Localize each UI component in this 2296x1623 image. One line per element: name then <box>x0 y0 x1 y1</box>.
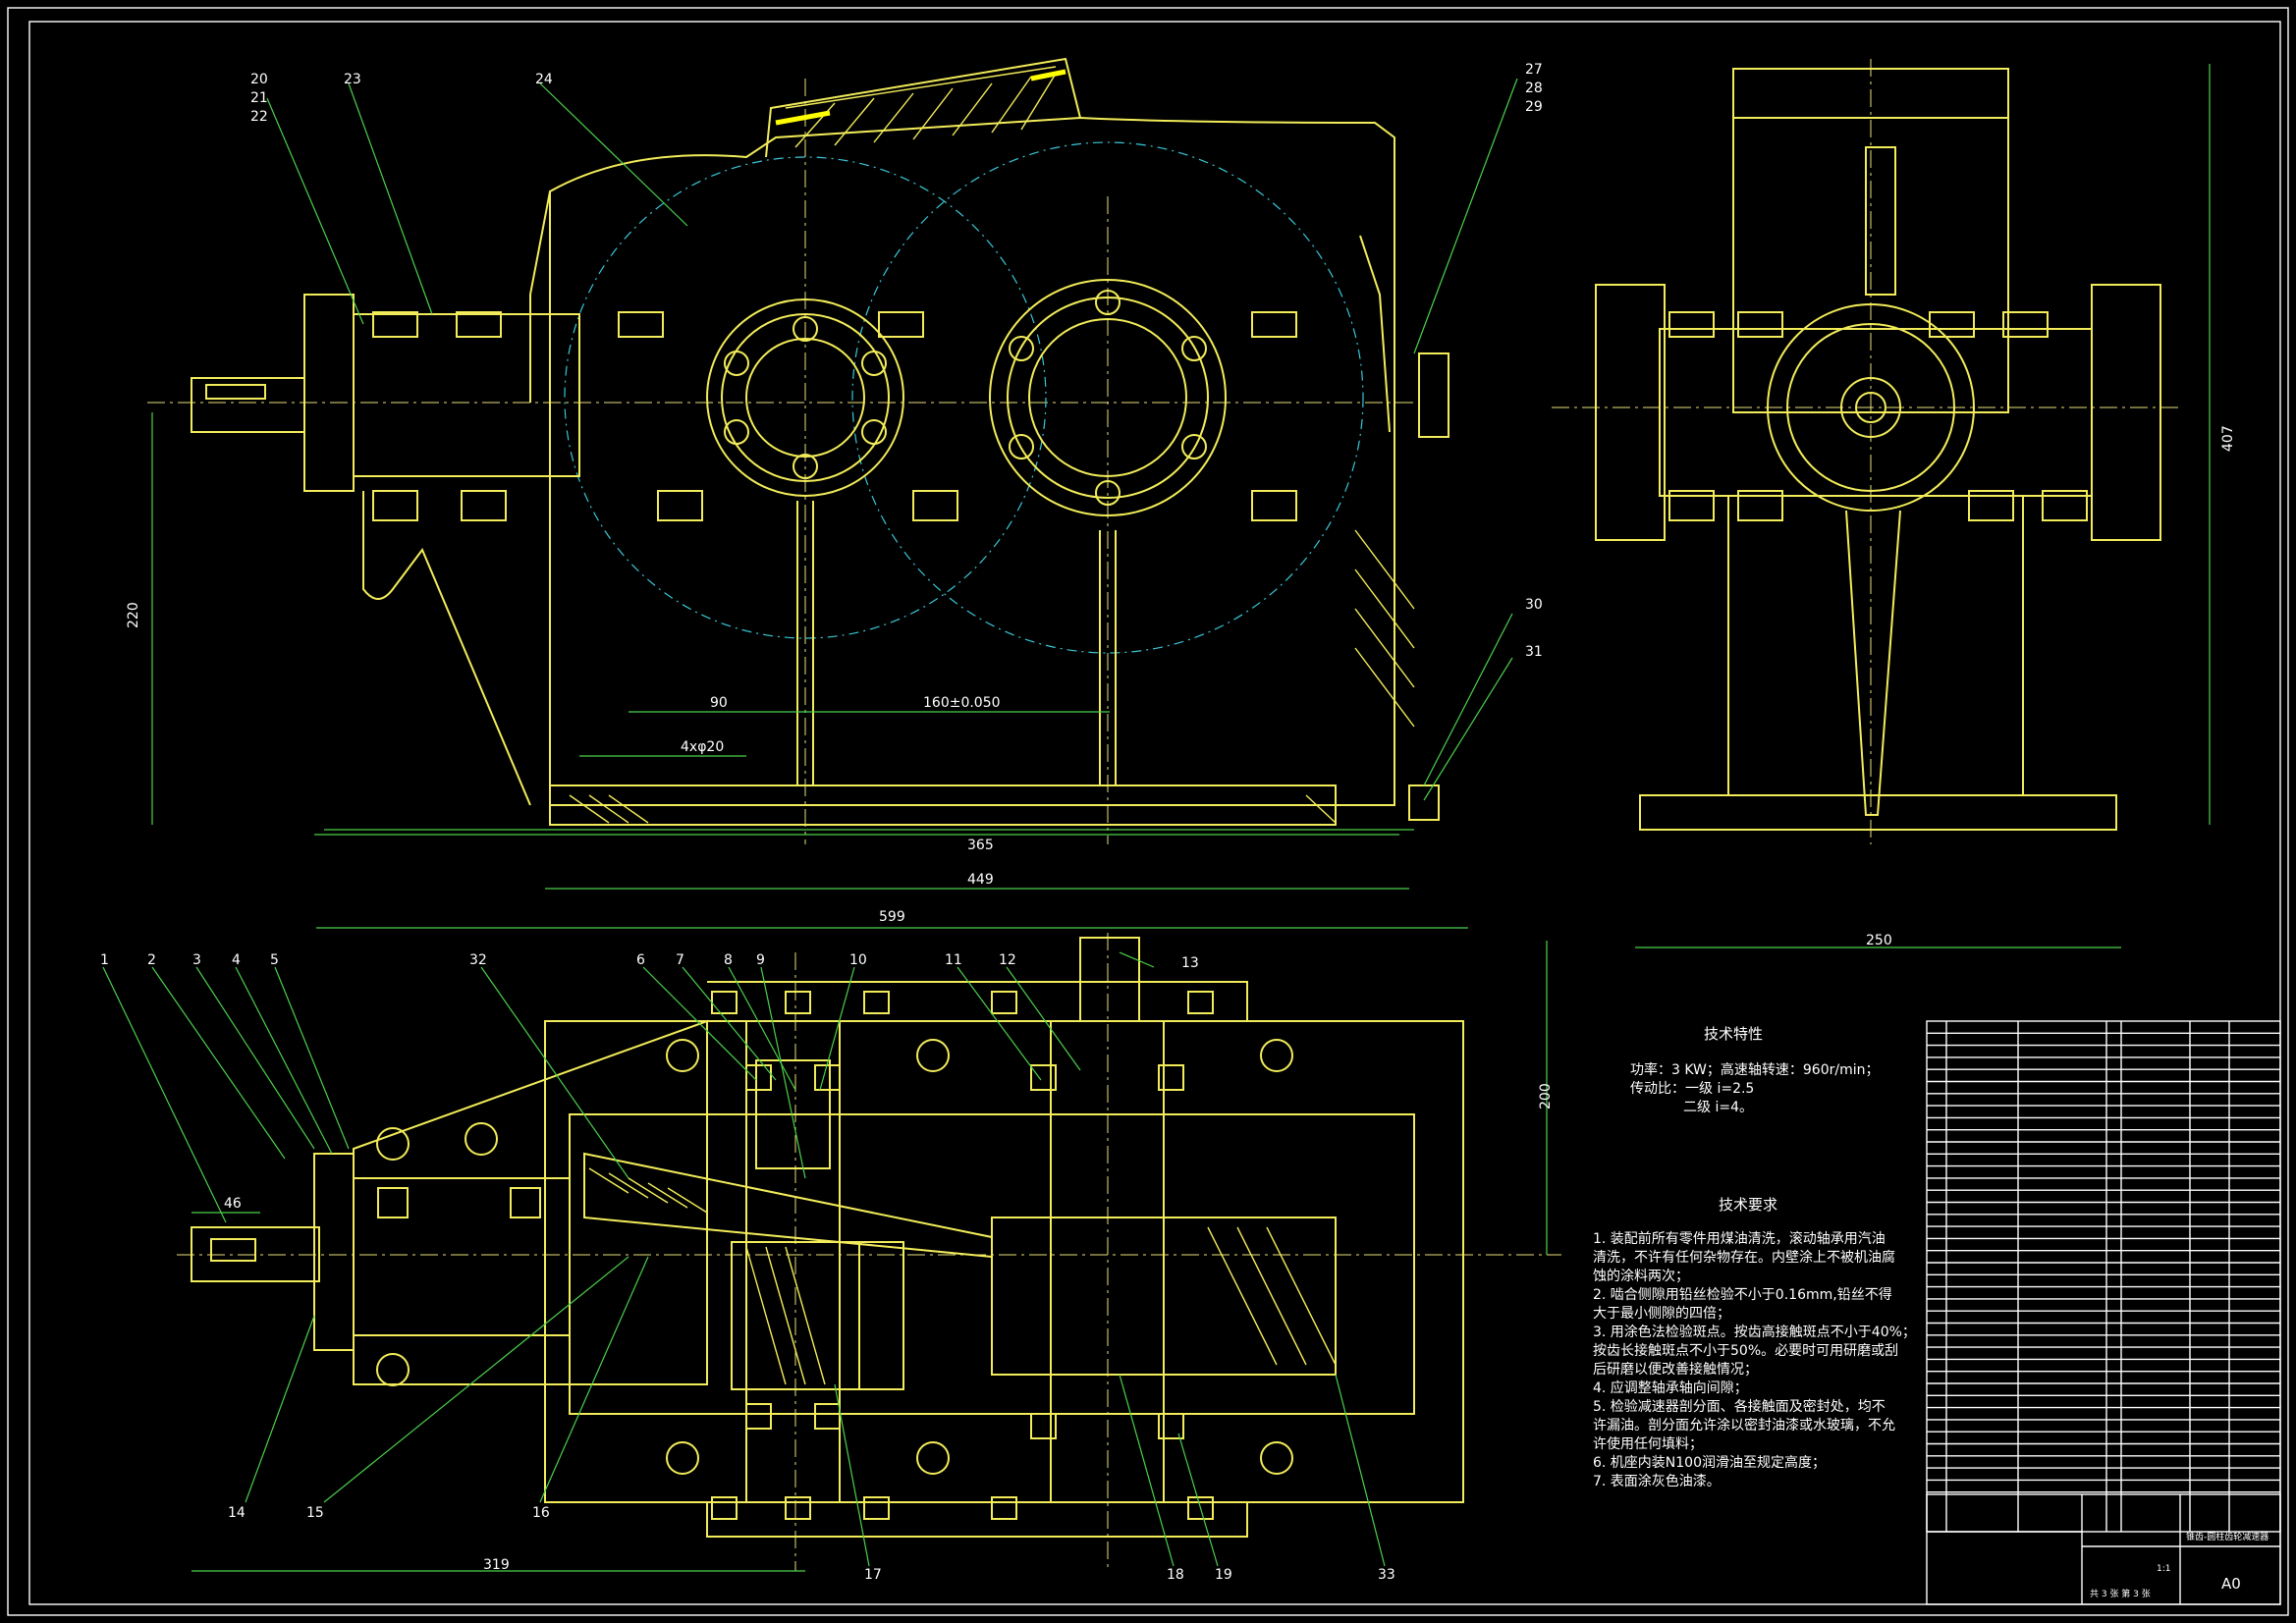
label-28: 28 <box>1525 81 1543 96</box>
dim-599: 599 <box>879 909 905 925</box>
label-2: 2 <box>147 952 156 968</box>
label-20: 20 <box>250 72 268 87</box>
tech-char-line-1: 功率：3 KW；高速轴转速：960r/min； <box>1630 1061 1879 1078</box>
dim-4x20: 4xφ20 <box>681 739 724 755</box>
dim-319: 319 <box>483 1557 510 1573</box>
label-31: 31 <box>1525 644 1543 660</box>
req-line: 后研磨以便改善接触情况； <box>1593 1361 1758 1378</box>
label-1: 1 <box>100 952 109 968</box>
size-code: A0 <box>2221 1575 2241 1593</box>
req-line: 按齿长接触斑点不小于50%。必要时可用研磨或刮 <box>1593 1342 1898 1359</box>
label-10: 10 <box>849 952 867 968</box>
label-12: 12 <box>999 952 1016 968</box>
label-21: 21 <box>250 90 268 106</box>
dim-250: 250 <box>1866 933 1892 948</box>
sheet-info: 共 3 张 第 3 张 <box>2090 1588 2151 1599</box>
label-22: 22 <box>250 109 268 125</box>
inner-frame <box>28 21 2281 1605</box>
front-view <box>147 57 1518 929</box>
dim-200: 200 <box>1538 1083 1554 1109</box>
label-16: 16 <box>532 1505 550 1521</box>
parts-list-table <box>1926 1020 2281 1533</box>
req-line: 5. 检验减速器剖分面、各接触面及密封处，均不 <box>1593 1398 1886 1415</box>
tech-char-line-2: 传动比：一级 i=2.5 <box>1630 1081 1754 1097</box>
label-30: 30 <box>1525 597 1543 613</box>
req-line: 4. 应调整轴承轴向间隙； <box>1593 1380 1748 1396</box>
dim-449: 449 <box>967 872 994 888</box>
outer-frame <box>7 7 2289 1616</box>
plan-view <box>102 933 1561 1572</box>
label-13: 13 <box>1181 955 1199 971</box>
dim-90: 90 <box>710 695 728 711</box>
req-line: 大于最小侧隙的四倍； <box>1593 1306 1730 1322</box>
req-line: 1. 装配前所有零件用煤油清洗，滚动轴承用汽油 <box>1593 1230 1886 1247</box>
req-line: 清洗，不许有任何杂物存在。内壁涂上不被机油腐 <box>1593 1249 1895 1266</box>
dim-220: 220 <box>126 602 141 628</box>
label-33: 33 <box>1378 1567 1395 1583</box>
req-line: 6. 机座内装N100润滑油至规定高度； <box>1593 1454 1826 1471</box>
req-line: 蚀的涂料两次； <box>1593 1269 1689 1284</box>
req-line: 3. 用涂色法检验斑点。按齿高接触斑点不小于40%； <box>1593 1324 1916 1340</box>
label-8: 8 <box>724 952 733 968</box>
dim-365: 365 <box>967 838 994 853</box>
title-block <box>1926 1493 2281 1605</box>
dim-160: 160±0.050 <box>923 695 1001 711</box>
side-view <box>1552 59 2211 948</box>
label-23: 23 <box>344 72 361 87</box>
label-6: 6 <box>636 952 645 968</box>
dim-46: 46 <box>224 1196 242 1212</box>
tech-characteristics-title: 技术特性 <box>1704 1025 1763 1043</box>
req-line: 7. 表面涂灰色油漆。 <box>1593 1473 1721 1489</box>
label-24: 24 <box>535 72 553 87</box>
label-29: 29 <box>1525 99 1543 115</box>
drawing-name: 锥齿-圆柱齿轮减速器 <box>2186 1531 2269 1542</box>
req-line: 许漏油。剖分面允许涂以密封油漆或水玻璃，不允 <box>1593 1417 1895 1434</box>
req-line: 2. 啮合侧隙用铅丝检验不小于0.16mm,铅丝不得 <box>1593 1286 1892 1303</box>
label-7: 7 <box>676 952 684 968</box>
tech-requirements-list: 1. 装配前所有零件用煤油清洗，滚动轴承用汽油 清洗，不许有任何杂物存在。内壁涂… <box>1593 1230 1916 1489</box>
dim-407: 407 <box>2220 425 2236 452</box>
tech-requirements-title: 技术要求 <box>1719 1196 1777 1214</box>
label-17: 17 <box>864 1567 882 1583</box>
label-3: 3 <box>192 952 201 968</box>
label-27: 27 <box>1525 62 1543 78</box>
label-14: 14 <box>228 1505 246 1521</box>
label-32: 32 <box>469 952 487 968</box>
label-19: 19 <box>1215 1567 1232 1583</box>
label-18: 18 <box>1167 1567 1184 1583</box>
label-5: 5 <box>270 952 279 968</box>
label-11: 11 <box>945 952 962 968</box>
label-9: 9 <box>756 952 765 968</box>
label-15: 15 <box>306 1505 324 1521</box>
scale: 1:1 <box>2157 1564 2170 1574</box>
label-4: 4 <box>232 952 241 968</box>
req-line: 许使用任何填料； <box>1593 1435 1703 1452</box>
tech-char-line-3: 二级 i=4。 <box>1683 1100 1753 1115</box>
